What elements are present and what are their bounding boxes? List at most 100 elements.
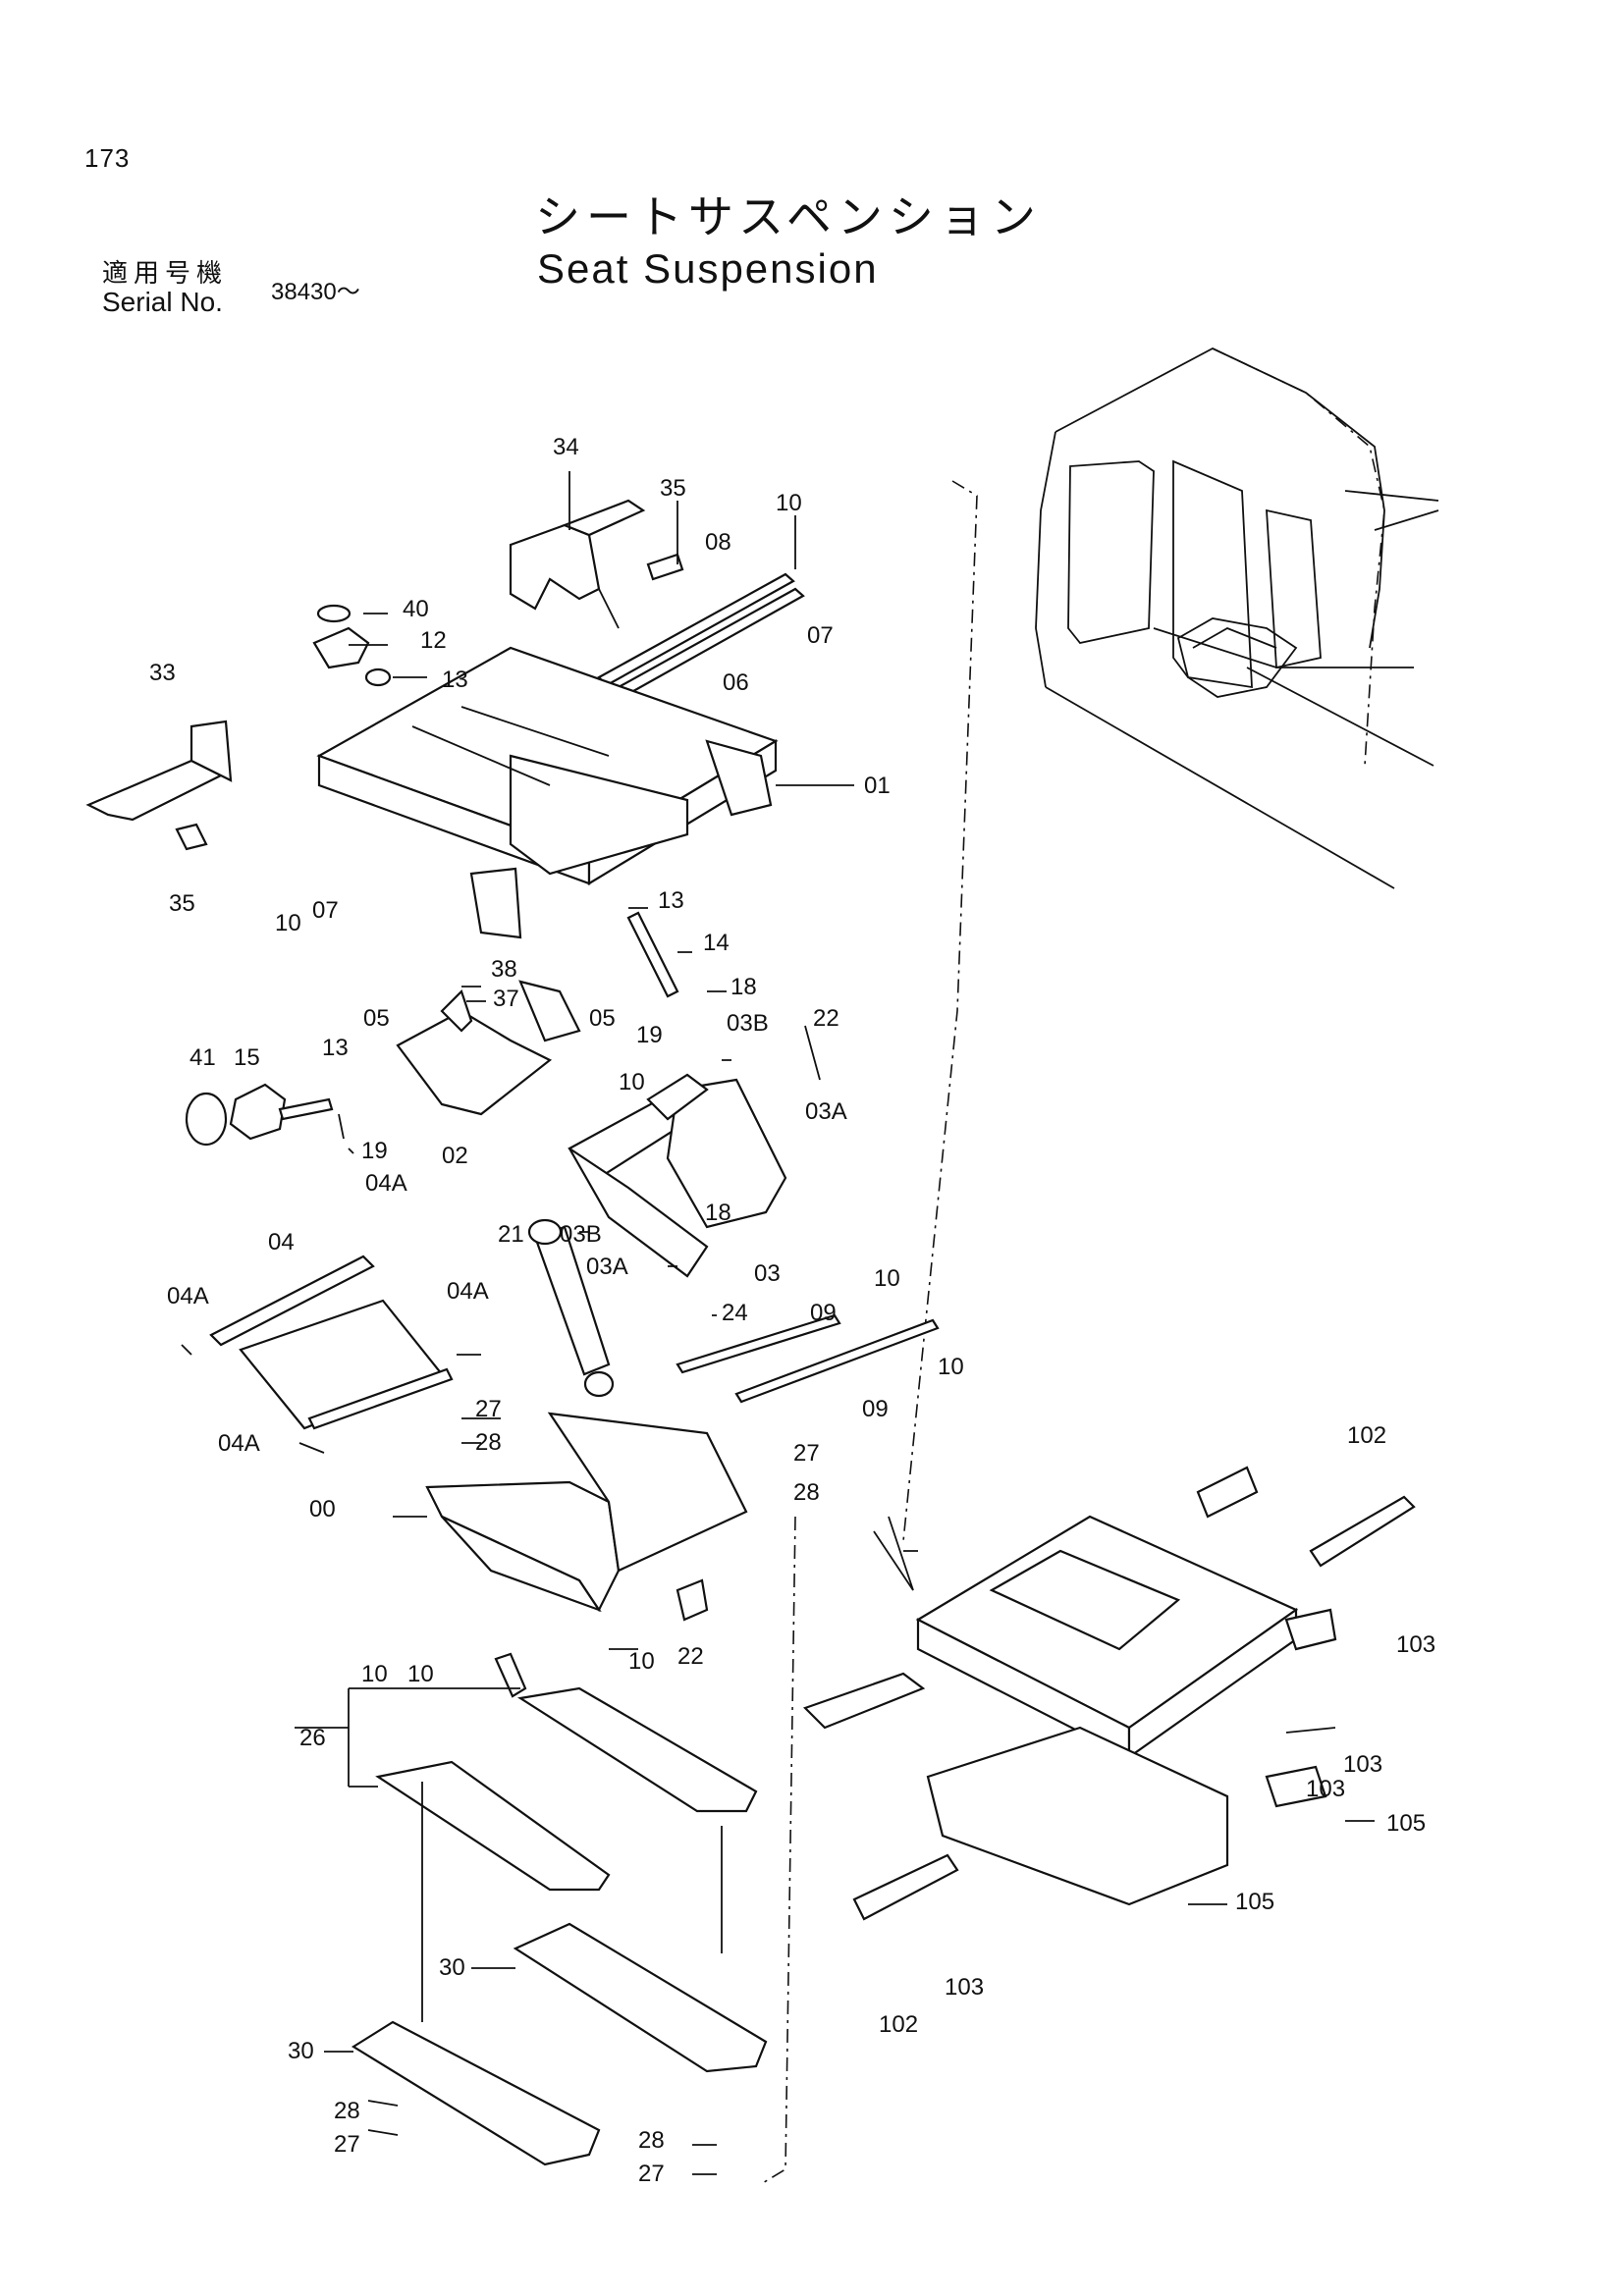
callout: 18 [705, 1200, 731, 1226]
part-cap-40 [316, 604, 352, 623]
page-title-english: Seat Suspension [537, 245, 879, 292]
callout: 10 [407, 1661, 434, 1687]
callout: 41 [189, 1044, 216, 1071]
callout: 27 [475, 1396, 502, 1422]
callout: 26 [299, 1725, 326, 1751]
callout: 19 [636, 1022, 663, 1048]
callout: 07 [807, 622, 834, 649]
callout: 10 [776, 490, 802, 516]
serial-label-japanese: 適用号機 [102, 259, 229, 289]
callout: 13 [322, 1035, 349, 1061]
callout: 40 [403, 596, 429, 622]
callout: 102 [879, 2011, 918, 2038]
callout: 103 [945, 1974, 984, 2001]
serial-label-english: Serial No. [102, 287, 223, 317]
callout: 28 [334, 2098, 360, 2124]
callout: 10 [619, 1069, 645, 1095]
callout: 103 [1306, 1776, 1345, 1802]
callout: 19 [361, 1138, 388, 1164]
callout: 10 [874, 1265, 900, 1292]
callout: 10 [938, 1354, 964, 1380]
part-rod-06 [617, 587, 805, 697]
callout: 03A [805, 1098, 847, 1125]
callout: 12 [420, 627, 447, 654]
callout: 10 [628, 1648, 655, 1675]
callout: 14 [703, 930, 730, 956]
callout: 28 [638, 2127, 665, 2154]
callout: 30 [288, 2038, 314, 2064]
part-bolt-35-top [646, 553, 684, 581]
callout: 103 [1396, 1631, 1435, 1658]
callout: 30 [439, 1954, 465, 1981]
part-arm-03 [568, 1073, 787, 1278]
callout: 09 [810, 1300, 837, 1326]
callout: 02 [442, 1143, 468, 1169]
part-shock-absorber-21 [527, 1218, 615, 1398]
callout: 24 [722, 1300, 748, 1326]
part-knob-15-shaft [278, 1097, 334, 1121]
part-bracket-02 [396, 980, 581, 1116]
callout: 37 [493, 986, 519, 1012]
part-lever-102-bottom [852, 1853, 959, 1921]
callout: 04A [218, 1430, 260, 1457]
callout: 06 [723, 669, 749, 696]
callout: 27 [793, 1440, 820, 1467]
callout: 38 [491, 956, 517, 983]
callout: 35 [660, 475, 686, 502]
callout: 18 [730, 974, 757, 1000]
part-scissor-link-04 [209, 1255, 454, 1430]
part-knob-15 [229, 1083, 287, 1141]
callout: 33 [149, 660, 176, 686]
callout: 01 [864, 773, 891, 799]
callout: 105 [1235, 1889, 1274, 1915]
callout: 27 [334, 2131, 360, 2158]
callout: 03 [754, 1260, 781, 1287]
part-bracket-34 [509, 499, 646, 629]
page-title-japanese: シートサスペンション [535, 190, 1042, 243]
callout: 105 [1386, 1810, 1426, 1837]
callout: 27 [638, 2161, 665, 2187]
part-bolt-35-left [175, 823, 208, 851]
callout: 28 [475, 1429, 502, 1456]
separator-line-upper [902, 480, 978, 1542]
callout: 21 [498, 1221, 524, 1248]
callout: 00 [309, 1496, 336, 1522]
callout: 103 [1343, 1751, 1382, 1778]
callout: 04A [167, 1283, 209, 1309]
part-base-00 [425, 1412, 748, 1613]
callout: 04 [268, 1229, 295, 1255]
callout: 13 [442, 667, 468, 693]
part-collar-13 [364, 667, 392, 687]
callout: 04A [447, 1278, 489, 1305]
serial-number-value: 38430～ [271, 279, 360, 305]
callout: 102 [1347, 1422, 1386, 1449]
separator-line-lower [760, 1516, 796, 2185]
leader-lines [181, 471, 1375, 2175]
callout: 35 [169, 890, 195, 917]
callout: 09 [862, 1396, 889, 1422]
cab-illustration [1035, 347, 1439, 889]
part-bolt-22 [676, 1578, 709, 1622]
part-cap-41 [185, 1092, 228, 1147]
callout: 07 [312, 897, 339, 924]
callout: 05 [363, 1005, 390, 1032]
callout: 10 [361, 1661, 388, 1687]
part-rail-30 [351, 1922, 768, 2166]
callout: 15 [234, 1044, 260, 1071]
part-lever-102-top [1309, 1495, 1416, 1568]
callout: 03A [586, 1254, 628, 1280]
callout: 10 [275, 910, 301, 936]
callout: 03B [727, 1010, 769, 1037]
callout: 13 [658, 887, 684, 914]
part-slide-rail-26 [375, 1652, 758, 1892]
callout: 04A [365, 1170, 407, 1197]
part-rod-09-b [734, 1318, 940, 1404]
callout: 03B [560, 1221, 602, 1248]
callout: 08 [705, 529, 731, 556]
callout: 22 [677, 1643, 704, 1670]
part-bracket-33 [85, 720, 233, 822]
callout: 28 [793, 1479, 820, 1506]
page-number: 173 [84, 143, 131, 173]
part-rod-09-a [676, 1313, 841, 1374]
